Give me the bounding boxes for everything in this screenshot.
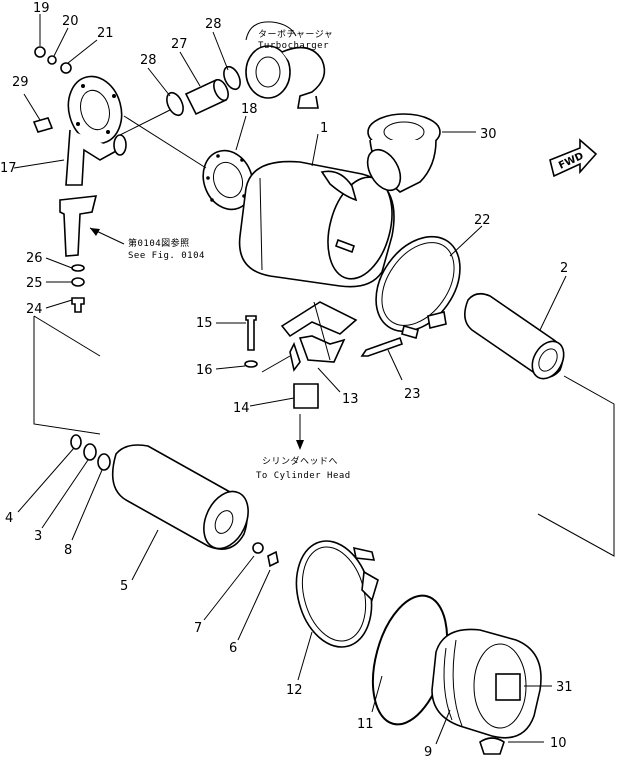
wing-nut-6 bbox=[267, 550, 279, 568]
label-28a: 28 bbox=[140, 53, 157, 68]
guide-line-left bbox=[33, 316, 101, 435]
label-1: 1 bbox=[320, 121, 328, 136]
washer-16 bbox=[244, 360, 258, 368]
part-29-sensor bbox=[32, 117, 54, 133]
label-19: 19 bbox=[33, 1, 50, 16]
cyl-note-en: To Cylinder Head bbox=[256, 471, 351, 481]
label-8: 8 bbox=[64, 543, 72, 558]
guide-line-right bbox=[537, 375, 615, 557]
label-13: 13 bbox=[342, 392, 359, 407]
label-4: 4 bbox=[5, 511, 13, 526]
fig-note-en: See Fig. 0104 bbox=[128, 251, 205, 261]
mount-bracket-13 bbox=[280, 301, 358, 372]
label-25: 25 bbox=[26, 276, 43, 291]
fig-note-jp: 第0104図参照 bbox=[128, 237, 190, 249]
label-10: 10 bbox=[550, 736, 567, 751]
bolt-15 bbox=[245, 315, 257, 351]
label-26: 26 bbox=[26, 251, 43, 266]
intake-cap-30 bbox=[366, 113, 441, 193]
label-5: 5 bbox=[120, 579, 128, 594]
label-29: 29 bbox=[12, 75, 29, 90]
label-18: 18 bbox=[241, 102, 258, 117]
label-23: 23 bbox=[404, 387, 421, 402]
part-26 bbox=[71, 264, 85, 272]
dust-cover-9 bbox=[431, 628, 542, 739]
part-21 bbox=[60, 62, 72, 74]
label-22: 22 bbox=[474, 213, 491, 228]
bracket bbox=[59, 195, 98, 257]
label-15: 15 bbox=[196, 316, 213, 331]
hose-assembly bbox=[166, 65, 241, 117]
clamp-band-12 bbox=[295, 540, 379, 648]
label-3: 3 bbox=[34, 529, 42, 544]
label-31: 31 bbox=[556, 680, 573, 695]
label-7: 7 bbox=[194, 621, 202, 636]
label-27: 27 bbox=[171, 37, 188, 52]
bolt-23 bbox=[360, 336, 404, 357]
spacer-14 bbox=[293, 383, 319, 409]
washer-7 bbox=[252, 542, 264, 554]
label-16: 16 bbox=[196, 363, 213, 378]
nut-3 bbox=[83, 443, 97, 461]
part-24 bbox=[71, 297, 85, 313]
cyl-note-jp: シリンダヘッドへ bbox=[262, 455, 338, 467]
label-14: 14 bbox=[233, 401, 250, 416]
valve-10 bbox=[479, 737, 505, 755]
label-2: 2 bbox=[560, 261, 568, 276]
turbocharger bbox=[245, 21, 326, 109]
label-30: 30 bbox=[480, 127, 497, 142]
band-22 bbox=[375, 235, 461, 339]
label-28b: 28 bbox=[205, 17, 222, 32]
label-21: 21 bbox=[97, 26, 114, 41]
outer-element-5 bbox=[111, 444, 249, 550]
fwd-arrow: FWD bbox=[549, 138, 598, 178]
nut-8 bbox=[97, 453, 111, 471]
nut-4 bbox=[70, 434, 82, 450]
label-9: 9 bbox=[424, 745, 432, 760]
part-25 bbox=[71, 277, 85, 287]
turbo-note-en: Turbocharger bbox=[258, 41, 329, 51]
label-6: 6 bbox=[229, 641, 237, 656]
gasket-18 bbox=[202, 149, 254, 211]
inner-element-2 bbox=[464, 292, 565, 380]
intake-elbow bbox=[65, 75, 127, 186]
label-17: 17 bbox=[0, 161, 17, 176]
part-19 bbox=[34, 46, 46, 58]
label-11: 11 bbox=[357, 717, 374, 732]
air-cleaner-body bbox=[238, 160, 395, 288]
label-12: 12 bbox=[286, 683, 303, 698]
part-20 bbox=[47, 55, 57, 65]
label-20: 20 bbox=[62, 14, 79, 29]
label-24: 24 bbox=[26, 302, 43, 317]
turbo-note-jp: ターボチャージャ bbox=[258, 29, 333, 40]
